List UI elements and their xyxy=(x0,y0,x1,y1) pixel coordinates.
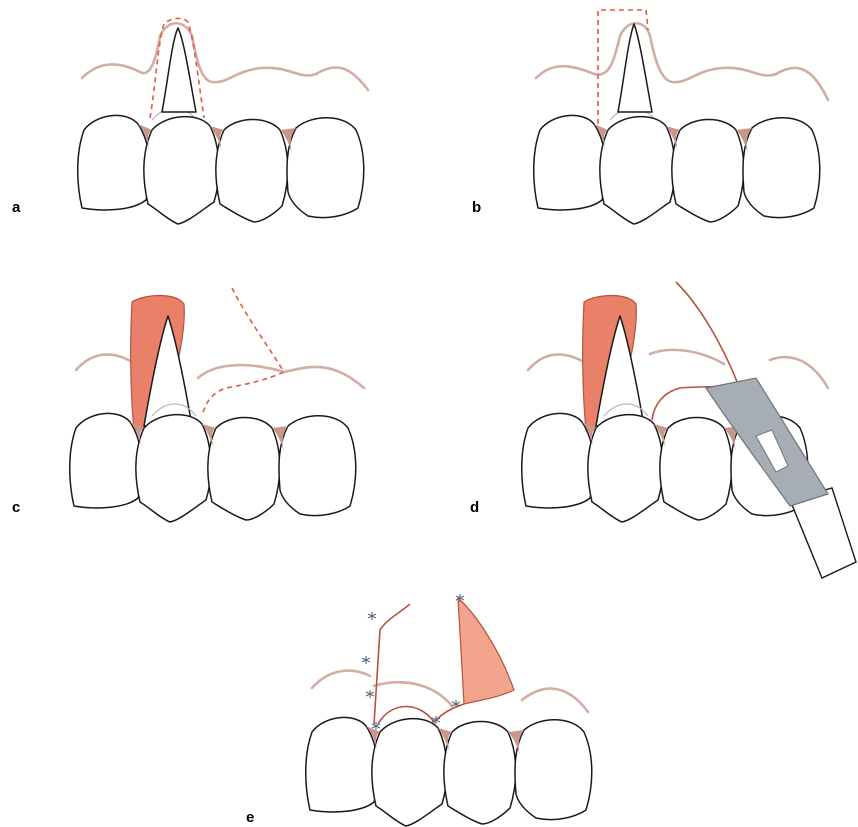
panel-label-b: b xyxy=(472,199,481,216)
panel-label-a: a xyxy=(12,199,21,216)
panel-label-d: d xyxy=(470,499,479,516)
panel-b: b xyxy=(472,9,830,225)
panel-label-e: e xyxy=(246,809,254,826)
gingival-margin xyxy=(80,21,370,92)
incision-line xyxy=(149,17,205,119)
gingival-margin xyxy=(526,353,586,372)
panel-e: e xyxy=(246,594,593,827)
panel-c: c xyxy=(12,287,366,523)
exposed-root xyxy=(161,27,197,113)
panel-d: d xyxy=(470,281,857,579)
panel-a: a xyxy=(12,17,370,225)
rotated-graft xyxy=(457,596,515,705)
gingival-margin xyxy=(310,669,372,690)
gingival-margin xyxy=(74,353,134,372)
scalpel xyxy=(705,377,857,579)
suture-knots xyxy=(361,594,465,730)
exposed-root xyxy=(595,315,645,427)
sutured-flap-edge xyxy=(373,603,411,725)
graft-incision xyxy=(201,287,286,417)
incision-line xyxy=(597,9,649,124)
panel-label-c: c xyxy=(12,499,20,516)
exposed-root xyxy=(143,315,193,427)
gingival-margin xyxy=(534,21,830,102)
exposed-root xyxy=(617,23,653,113)
